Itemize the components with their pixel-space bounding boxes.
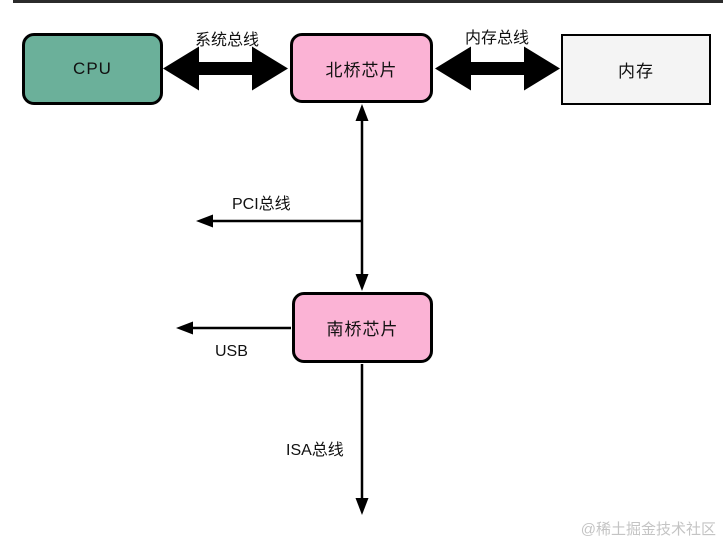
usb-arrowhead <box>176 321 193 335</box>
isa-bus-arrowhead <box>355 498 369 515</box>
node-memory-label: 内存 <box>618 62 654 81</box>
memory-bus-label: 内存总线 <box>465 30 530 47</box>
bridge-link-down-arrowhead <box>355 274 369 291</box>
memory-bus-arrow <box>435 46 560 91</box>
watermark: @稀土掘金技术社区 <box>580 521 716 538</box>
isa-bus-label: ISA总线 <box>286 442 344 459</box>
system-bus-arrow <box>163 46 288 91</box>
node-northbridge: 北桥芯片 <box>290 33 433 103</box>
usb-label: USB <box>215 343 248 360</box>
node-southbridge-label: 南桥芯片 <box>326 320 399 339</box>
bridge-link-up-arrowhead <box>355 104 369 121</box>
node-cpu-label: CPU <box>73 59 112 78</box>
node-southbridge: 南桥芯片 <box>292 292 433 363</box>
node-memory: 内存 <box>561 34 711 105</box>
pci-bus-arrowhead <box>196 214 213 228</box>
pci-bus-label: PCI总线 <box>232 196 291 213</box>
system-bus-label: 系统总线 <box>195 32 260 49</box>
node-northbridge-label: 北桥芯片 <box>325 60 398 80</box>
top-border-artifact <box>13 0 723 3</box>
node-cpu: CPU <box>22 33 163 105</box>
